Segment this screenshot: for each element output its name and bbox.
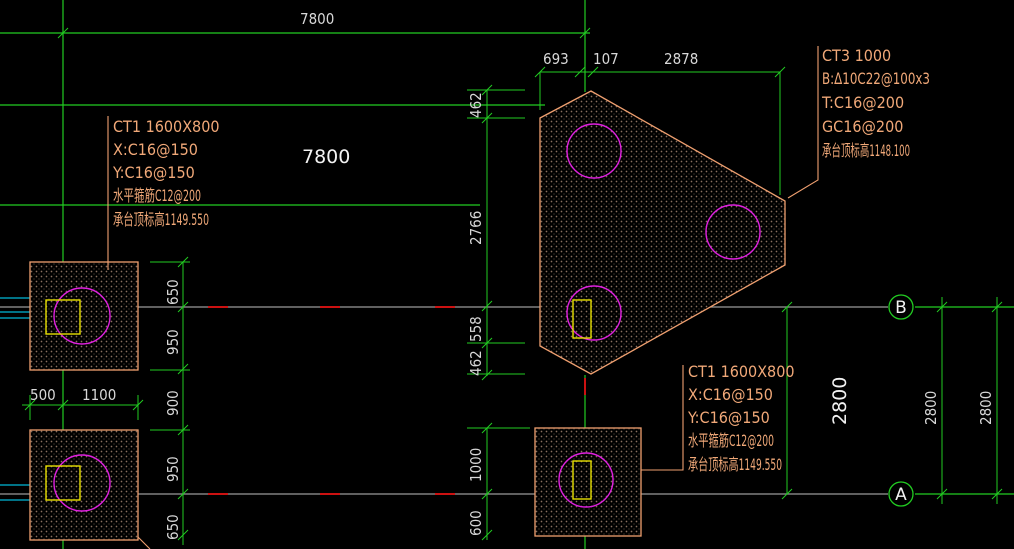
dim-left-h4: 950 <box>164 456 182 482</box>
dim-center-span: 7800 <box>302 146 350 168</box>
dim-ct1b-h1: 1000 <box>467 448 485 482</box>
ct1-right-title: CT1 1600X800 <box>688 362 795 381</box>
ct1-left-title: CT1 1600X800 <box>113 117 220 136</box>
pile-cap-ct1-left-bottom[interactable] <box>29 429 139 541</box>
ct1-left-elev: 承台顶标高1149.550 <box>113 210 209 229</box>
dim-left-h5: 650 <box>164 514 182 540</box>
dimension-lines <box>22 27 1003 545</box>
ct3-gc: GC16@200 <box>822 117 903 136</box>
dim-ct3-w3: 2878 <box>664 50 698 68</box>
ct1-right-stirrup: 水平箍筋C12@200 <box>688 431 774 450</box>
pile-cap-ct1-right[interactable] <box>534 427 642 537</box>
dim-left-h2: 950 <box>164 329 182 355</box>
dim-span-ab-big: 2800 <box>829 377 851 425</box>
leader-lines <box>107 46 819 549</box>
axis-lines <box>0 306 1014 495</box>
ct1-left-x: X:C16@150 <box>113 140 198 159</box>
axis-bubble-b[interactable]: B <box>888 294 914 320</box>
ct1-left-stirrup: 水平箍筋C12@200 <box>113 186 201 205</box>
dim-ct3-w1: 693 <box>543 50 569 68</box>
dim-ct3-h3: 558 <box>467 316 485 342</box>
dim-span-ab-1: 2800 <box>922 391 940 425</box>
ct1-left-y: Y:C16@150 <box>112 163 195 182</box>
axis-label-a: A <box>895 485 907 505</box>
ct1-right-y: Y:C16@150 <box>687 408 770 427</box>
dimension-texts: 7800 7800 693 107 2878 462 2766 558 462 … <box>30 10 995 540</box>
dim-left-w2: 1100 <box>82 386 116 404</box>
dim-ct1b-h2: 600 <box>467 510 485 536</box>
ct3-elev: 承台顶标高1148.100 <box>822 141 910 160</box>
dim-left-w1: 500 <box>30 386 56 404</box>
ct1-right-x: X:C16@150 <box>688 385 773 404</box>
dim-ct3-h2: 2766 <box>467 211 485 245</box>
dim-ct3-h4: 462 <box>467 350 485 376</box>
dim-left-h1: 650 <box>164 279 182 305</box>
dim-ct3-h1: 462 <box>467 92 485 118</box>
dim-ct3-w2: 107 <box>593 50 619 68</box>
ct1-right-annotation: CT1 1600X800 X:C16@150 Y:C16@150 水平箍筋C12… <box>687 362 795 474</box>
column-fragments <box>0 297 30 501</box>
axis-label-b: B <box>895 298 907 318</box>
dim-span-ab-2: 2800 <box>977 391 995 425</box>
dim-top-span: 7800 <box>300 10 334 28</box>
pile-cap-ct1-left-top[interactable] <box>29 261 139 371</box>
ct1-right-elev: 承台顶标高1149.550 <box>688 455 782 474</box>
axis-bubble-a[interactable]: A <box>888 481 914 507</box>
ct3-title: CT3 1000 <box>822 46 891 65</box>
pile-cap-ct3[interactable] <box>539 90 786 375</box>
ct3-top-rebar: T:C16@200 <box>821 93 904 112</box>
ct1-left-annotation: CT1 1600X800 X:C16@150 Y:C16@150 水平箍筋C12… <box>112 117 220 229</box>
ct3-bottom-rebar: B:Δ10C22@100x3 <box>822 69 930 88</box>
ct3-annotation: CT3 1000 B:Δ10C22@100x3 T:C16@200 GC16@2… <box>821 46 930 160</box>
dim-left-h3: 900 <box>164 390 182 416</box>
